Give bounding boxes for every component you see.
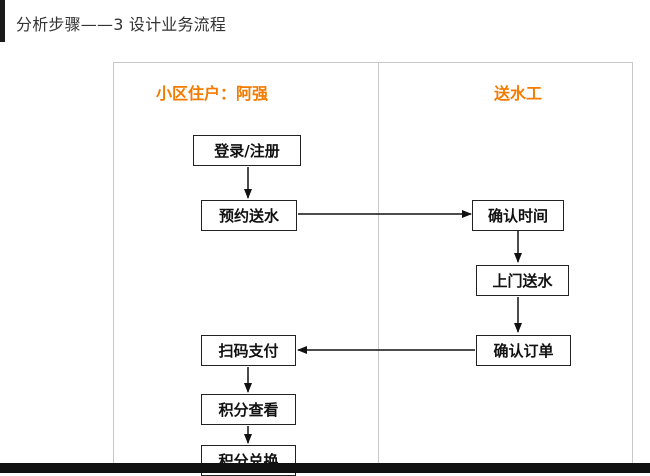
node-book-delivery: 预约送水 [201, 200, 297, 231]
lane-title-waterman: 送水工 [494, 84, 543, 103]
lane-title-resident: 小区住户：阿强 [156, 84, 269, 103]
node-points-check: 积分查看 [201, 394, 296, 425]
node-scan-pay: 扫码支付 [201, 335, 296, 366]
swimlane-frame [113, 62, 633, 473]
page-title: 分析步骤——3 设计业务流程 [16, 15, 227, 34]
node-confirm-time: 确认时间 [472, 200, 564, 231]
node-login: 登录/注册 [193, 135, 301, 166]
bottom-edge-bar [0, 463, 650, 473]
title-accent-bar [0, 0, 5, 42]
lane-divider [378, 62, 379, 473]
node-confirm-order: 确认订单 [476, 335, 571, 366]
node-deliver-water: 上门送水 [476, 265, 569, 296]
